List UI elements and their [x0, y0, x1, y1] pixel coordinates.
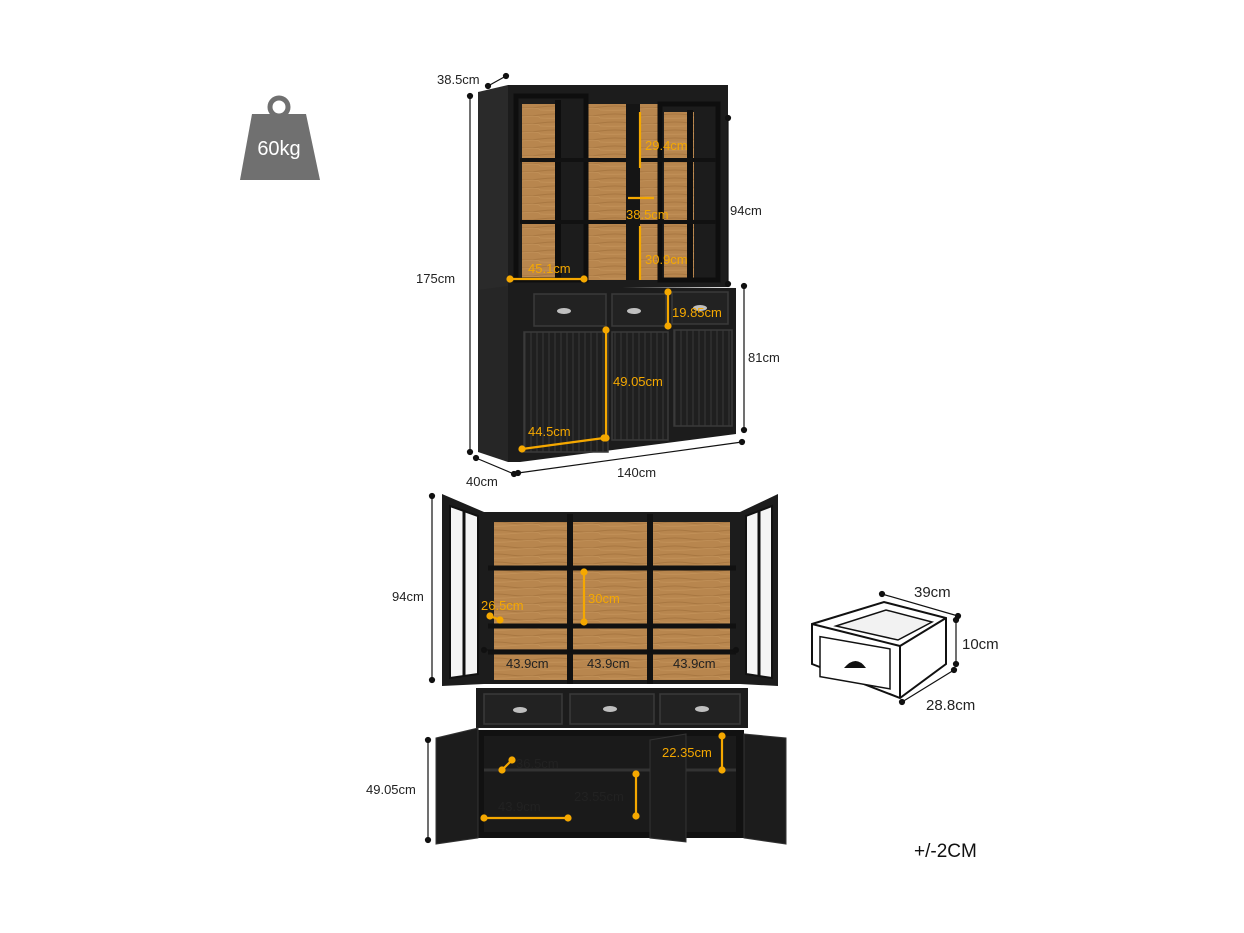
open-shelf-depth-label: 26.5cm: [481, 598, 524, 613]
depth-top-label: 38.5cm: [437, 72, 480, 87]
shelf-gap-bottom-label: 30.9cm: [645, 252, 688, 267]
shelf-depth-label: 38.5cm: [626, 207, 669, 222]
closed-cabinet-view: [478, 85, 736, 462]
compartment-width-2-label: 43.9cm: [587, 656, 630, 671]
open-shelf-gap-label: 30cm: [588, 591, 620, 606]
drawer-height-label: 10cm: [962, 636, 999, 653]
open-hutch-height-label: 94cm: [392, 589, 424, 604]
open-cabinet-view: [435, 494, 787, 845]
weight-label: 60kg: [257, 138, 300, 160]
compartment-width-3-label: 43.9cm: [673, 656, 716, 671]
base-shelf-depth-label: 36.5cm: [516, 756, 559, 771]
hutch-inner-width-label: 45.1cm: [528, 261, 571, 276]
door-height-label: 49.05cm: [613, 374, 663, 389]
shelf-gap-top-label: 29.4cm: [645, 138, 688, 153]
drawer-depth-label: 28.8cm: [926, 697, 975, 714]
bottom-view-dimension-lines: [424, 492, 740, 844]
base-shelf-gap-label: 23.55cm: [574, 789, 624, 804]
open-base-door-height-label: 49.05cm: [366, 782, 416, 797]
drawer-dimension-lines: [878, 590, 962, 706]
top-view-dimension-lines: [466, 72, 748, 478]
weight-icon: 60kg: [240, 95, 320, 180]
base-depth-label: 40cm: [466, 474, 498, 489]
overall-height-label: 175cm: [416, 271, 455, 286]
drawer-height-label: 19.85cm: [672, 305, 722, 320]
compartment-width-1-label: 43.9cm: [506, 656, 549, 671]
base-height-label: 81cm: [748, 350, 780, 365]
drawer-detail: [811, 600, 947, 700]
drawer-width-label: 39cm: [914, 584, 951, 601]
right-compartment-gap-label: 22.35cm: [662, 745, 712, 760]
hutch-height-label: 94cm: [730, 203, 762, 218]
tolerance-note: +/-2CM: [914, 841, 977, 862]
door-width-label: 44.5cm: [528, 424, 571, 439]
bottom-view-inner-dimension-lines: [480, 568, 726, 822]
width-label: 140cm: [617, 465, 656, 480]
base-inner-width-label: 43.9cm: [498, 799, 541, 814]
top-view-inner-dimension-lines: [506, 112, 672, 453]
